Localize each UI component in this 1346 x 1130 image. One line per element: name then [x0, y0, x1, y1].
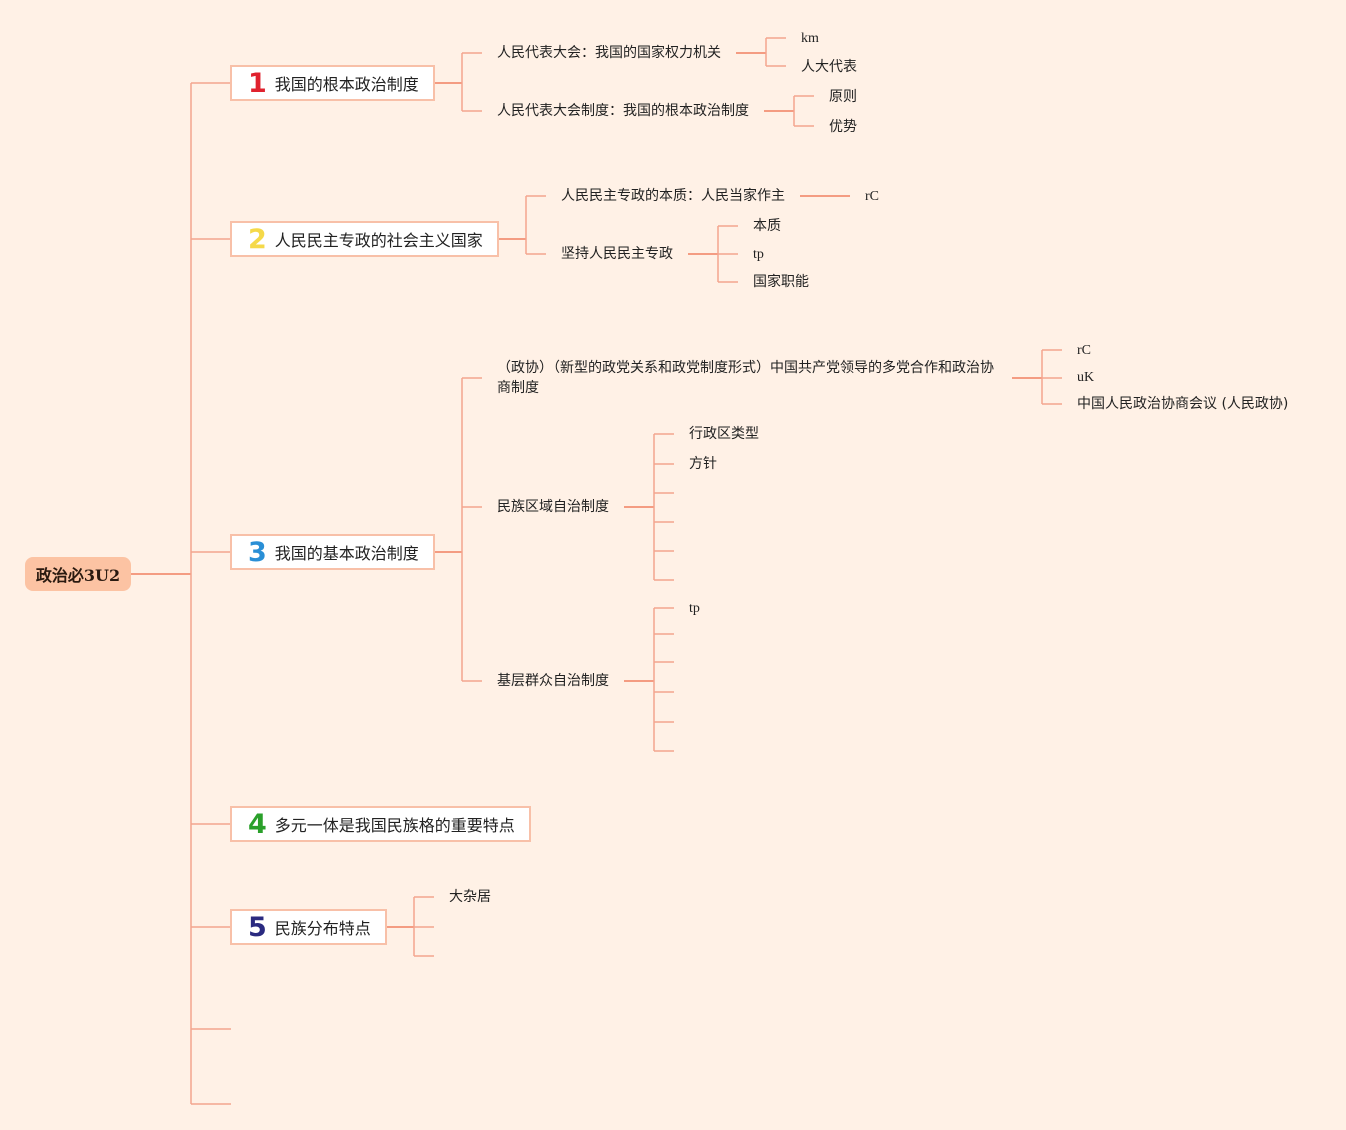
topic-5-label: 民族分布特点: [274, 919, 371, 938]
subtopic-1-2[interactable]: 人民代表大会制度：我国的根本政治制度: [497, 103, 749, 119]
number-3-icon: 3: [248, 536, 267, 568]
leaf-3-1-2[interactable]: uK: [1077, 370, 1095, 385]
number-1-icon: 1: [248, 67, 267, 99]
leaf-1-2-1[interactable]: 原则: [829, 89, 857, 105]
topic-1[interactable]: 1 我国的根本政治制度: [230, 65, 435, 101]
topic-3-label: 我国的基本政治制度: [274, 544, 419, 563]
leaf-1-1-1[interactable]: km: [801, 31, 819, 46]
leaf-3-3-1[interactable]: tp: [689, 601, 700, 616]
leaf-1-2-2[interactable]: 优势: [829, 119, 857, 135]
topic-3[interactable]: 3 我国的基本政治制度: [230, 534, 435, 570]
leaf-2-1-1[interactable]: rC: [865, 189, 879, 204]
subtopic-2-2[interactable]: 坚持人民民主专政: [561, 246, 673, 262]
subtopic-3-3[interactable]: 基层群众自治制度: [497, 673, 609, 689]
leaf-2-2-1[interactable]: 本质: [753, 218, 781, 234]
leaf-3-2-2[interactable]: 方针: [689, 456, 717, 472]
topic-4[interactable]: 4 多元一体是我国民族格的重要特点: [230, 806, 531, 842]
subtopic-1-1[interactable]: 人民代表大会：我国的国家权力机关: [497, 45, 721, 61]
number-2-icon: 2: [248, 223, 267, 255]
leaf-3-2-1[interactable]: 行政区类型: [689, 426, 759, 442]
number-5-icon: 5: [248, 911, 267, 943]
subtopic-3-1[interactable]: （政协）（新型的政党关系和政党制度形式）中国共产党领导的多党合作和政治协商制度: [497, 360, 994, 396]
subtopic-3-2[interactable]: 民族区域自治制度: [497, 499, 609, 515]
leaf-1-1-2[interactable]: 人大代表: [801, 59, 857, 75]
leaf-3-1-1[interactable]: rC: [1077, 343, 1091, 358]
subtopic-5-1[interactable]: 大杂居: [449, 889, 491, 905]
topic-2[interactable]: 2 人民民主专政的社会主义国家: [230, 221, 499, 257]
number-4-icon: 4: [248, 808, 267, 840]
topic-2-label: 人民民主专政的社会主义国家: [274, 231, 483, 250]
topic-5[interactable]: 5 民族分布特点: [230, 909, 387, 945]
leaf-2-2-2[interactable]: tp: [753, 247, 764, 262]
leaf-2-2-3[interactable]: 国家职能: [753, 274, 809, 290]
subtopic-2-1[interactable]: 人民民主专政的本质：人民当家作主: [561, 188, 785, 204]
topic-4-label: 多元一体是我国民族格的重要特点: [274, 816, 515, 835]
topic-1-label: 我国的根本政治制度: [274, 75, 419, 94]
leaf-3-1-3[interactable]: 中国人民政治协商会议 (人民政协): [1077, 396, 1289, 412]
root-topic[interactable]: 政治必3U2: [25, 557, 131, 591]
